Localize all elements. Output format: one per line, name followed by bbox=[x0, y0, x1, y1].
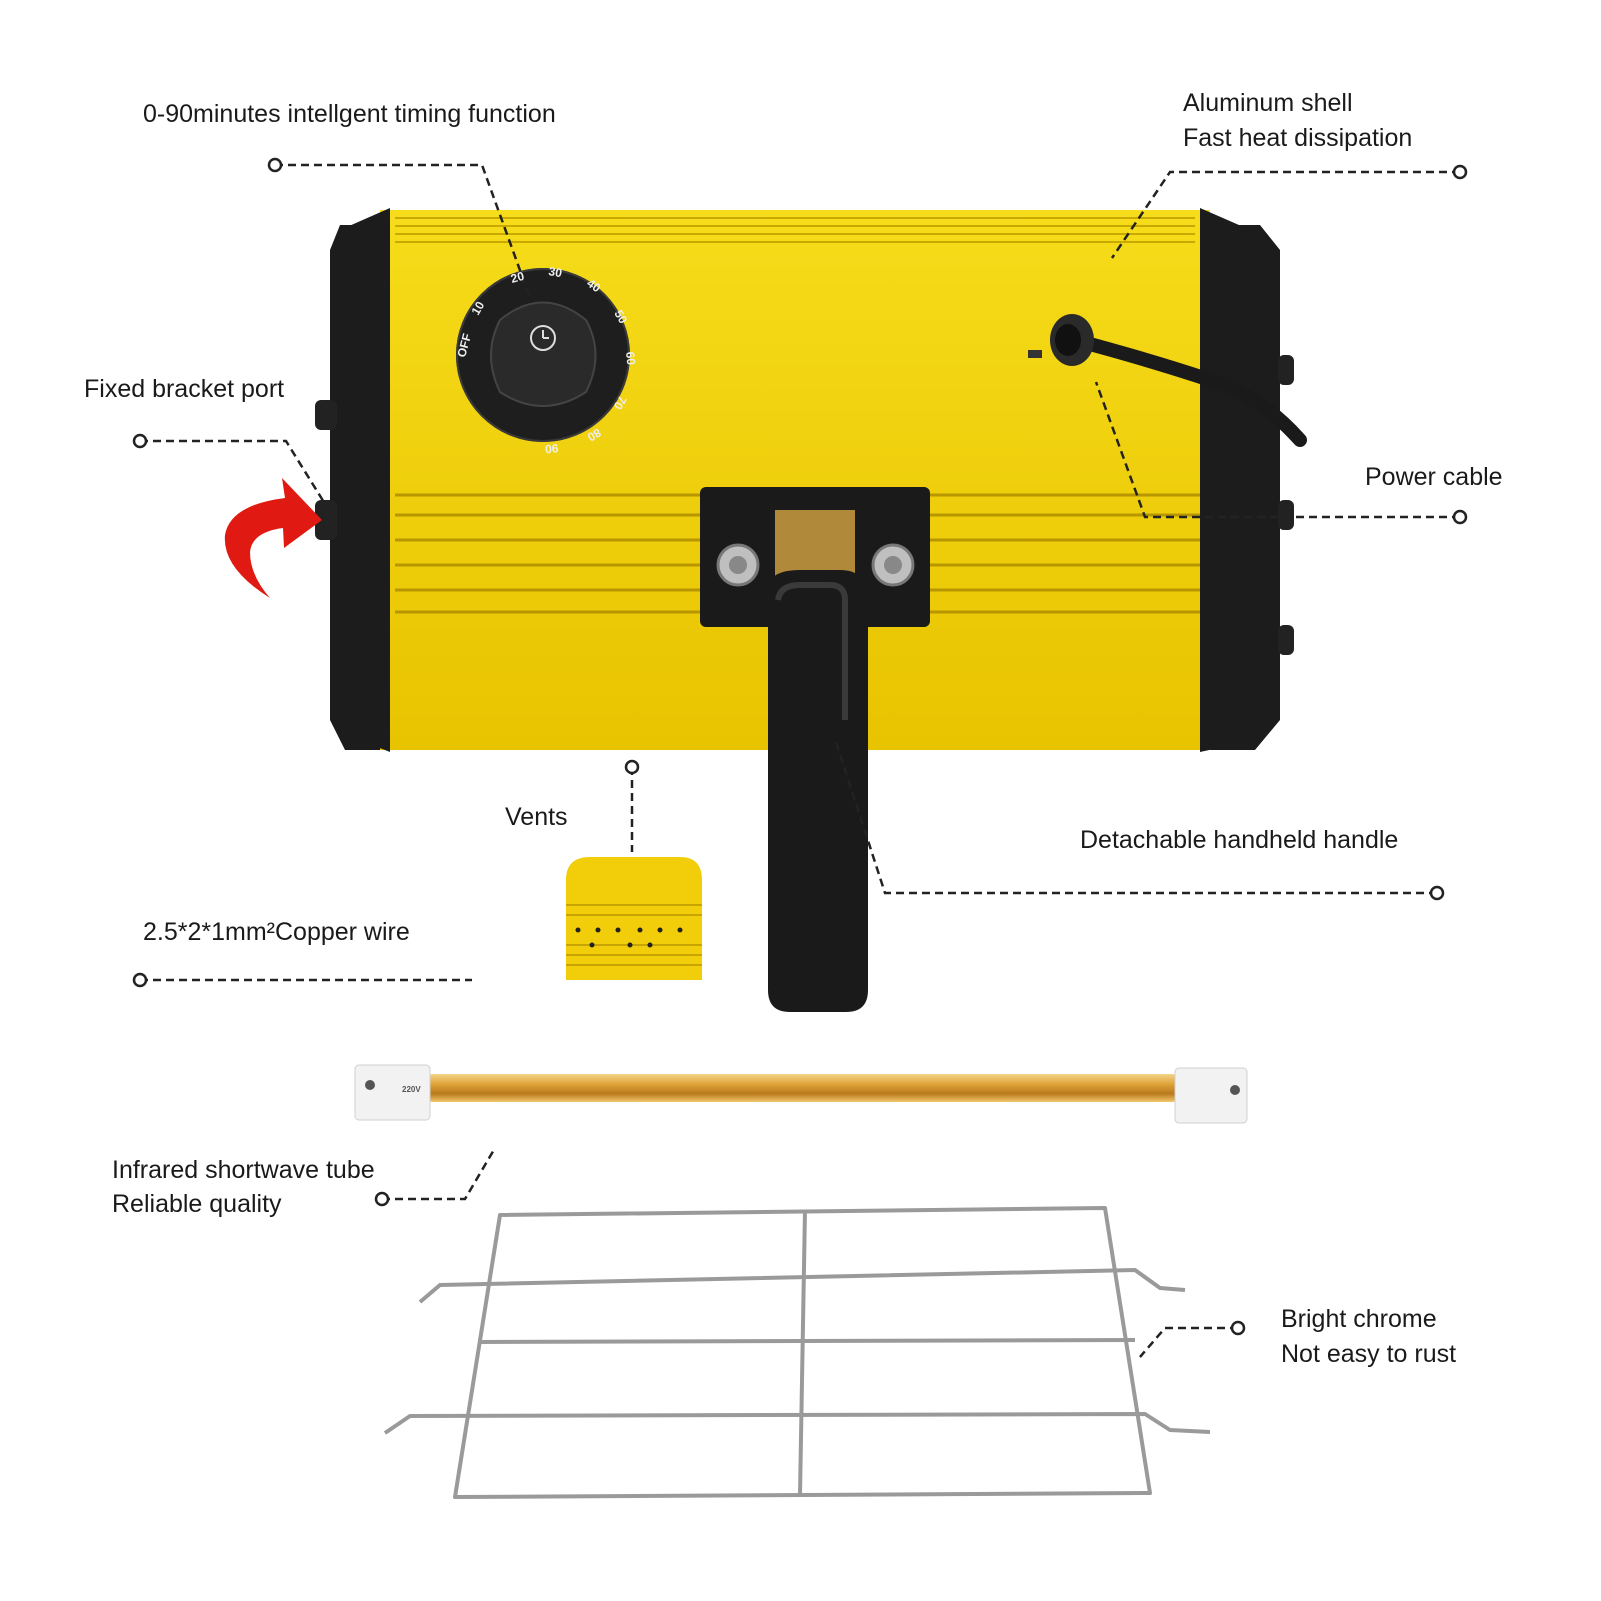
callout-timing: 0-90minutes intellgent timing function bbox=[143, 100, 556, 128]
callout-handle: Detachable handheld handle bbox=[1080, 826, 1399, 854]
bracket-port-top-left bbox=[315, 400, 337, 430]
callout-bracket: Fixed bracket port bbox=[84, 375, 285, 403]
callout-copper: 2.5*2*1mm²Copper wire bbox=[143, 918, 410, 946]
callout-power: Power cable bbox=[1365, 463, 1503, 491]
right-end-cap bbox=[1200, 208, 1275, 752]
callout-tube-line2: Reliable quality bbox=[112, 1190, 282, 1218]
dial-tick-30: 30 bbox=[547, 264, 563, 280]
callout-vents: Vents bbox=[505, 803, 568, 831]
dial-tick-80: 80 bbox=[585, 425, 604, 444]
dial-tick-20: 20 bbox=[509, 269, 526, 286]
timer-dial[interactable] bbox=[456, 268, 630, 442]
callout-leaders bbox=[140, 163, 1460, 1358]
dial-tick-50: 50 bbox=[611, 308, 630, 327]
dial-tick-10: 10 bbox=[468, 299, 487, 318]
dial-tick-60: 60 bbox=[623, 351, 638, 366]
curved-arrow-icon bbox=[224, 478, 322, 598]
tube-voltage-marking: 220V bbox=[402, 1085, 421, 1094]
vent-detail bbox=[566, 857, 702, 980]
callout-chrome-line2: Not easy to rust bbox=[1281, 1340, 1457, 1368]
callout-dots bbox=[132, 157, 1468, 1336]
dial-tick-90: 90 bbox=[544, 441, 559, 456]
dial-tick-off: OFF bbox=[454, 332, 474, 359]
bracket-port-left bbox=[315, 500, 337, 540]
top-fins bbox=[395, 217, 1195, 243]
chrome-guard bbox=[383, 1206, 1211, 1499]
infrared-tube bbox=[354, 1064, 1248, 1124]
dial-tick-70: 70 bbox=[611, 394, 630, 413]
callout-tube-line1: Infrared shortwave tube bbox=[112, 1156, 375, 1184]
dial-tick-labels: OFF 10 20 30 40 50 60 70 80 90 bbox=[454, 264, 638, 456]
callout-chrome-line1: Bright chrome bbox=[1281, 1305, 1437, 1333]
callout-shell-line1: Aluminum shell bbox=[1183, 89, 1353, 117]
power-cable bbox=[1028, 314, 1307, 447]
clock-icon bbox=[530, 325, 556, 351]
callout-shell-line2: Fast heat dissipation bbox=[1183, 124, 1413, 152]
timer-knob bbox=[490, 301, 597, 407]
left-end-cap bbox=[330, 208, 390, 752]
detachable-handle bbox=[768, 570, 868, 1012]
